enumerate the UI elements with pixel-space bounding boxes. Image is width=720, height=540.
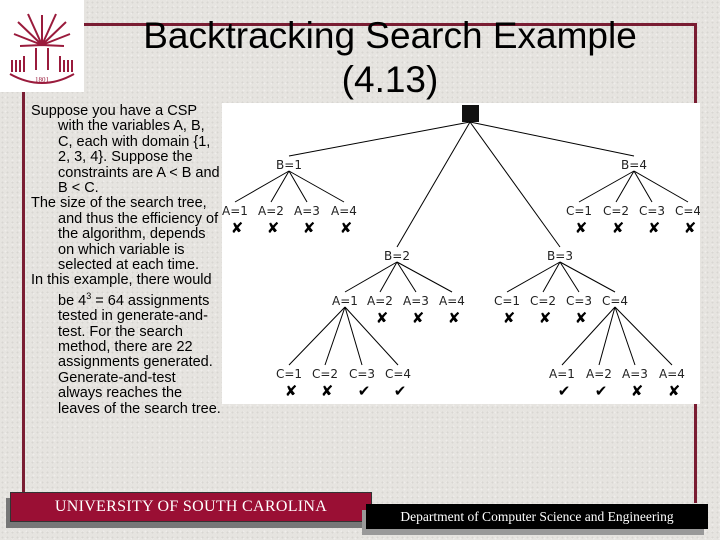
cross-icon: ✘ <box>648 219 661 237</box>
tree-node-label: A=1 <box>332 294 358 308</box>
tree-edge <box>270 170 290 203</box>
palmetto-logo-icon: 1801 <box>9 13 75 84</box>
tree-edge <box>288 170 308 203</box>
tree-node-label: A=4 <box>659 367 685 381</box>
tree-edge <box>324 306 346 366</box>
tree-edge <box>288 306 346 366</box>
tree-node-label: A=4 <box>439 294 465 308</box>
tree-edge <box>598 306 616 366</box>
exponent: 3 <box>86 290 92 301</box>
tree-node-label: A=1 <box>549 367 575 381</box>
svg-text:1801: 1801 <box>35 76 50 84</box>
tree-edge <box>614 306 673 366</box>
tree-node-label: C=1 <box>566 204 592 218</box>
tree-node-label: C=1 <box>494 294 520 308</box>
tree-edge <box>506 261 561 293</box>
tree-node-label: C=4 <box>385 367 411 381</box>
cross-icon: ✘ <box>340 219 353 237</box>
body-paragraph-1: Suppose you have a CSP with the variable… <box>31 104 220 197</box>
slide-title: Backtracking Search Example (4.13) <box>143 15 637 100</box>
check-icon: ✔ <box>394 382 407 400</box>
tree-node-label: A=3 <box>622 367 648 381</box>
tree-edge <box>561 306 616 366</box>
cross-icon: ✘ <box>575 309 588 327</box>
cross-icon: ✘ <box>668 382 681 400</box>
tree-node-label: A=1 <box>222 204 248 218</box>
cross-icon: ✘ <box>231 219 244 237</box>
tree-edge <box>614 306 636 366</box>
check-icon: ✔ <box>595 382 608 400</box>
tree-edge <box>379 261 398 293</box>
tree-node-label: B=1 <box>276 158 302 172</box>
tree-node-label: A=3 <box>403 294 429 308</box>
tree-edge <box>559 261 580 293</box>
tree-node-label: A=4 <box>331 204 357 218</box>
tree-edge <box>344 261 398 293</box>
frame-left-rule <box>22 92 25 492</box>
body-paragraph-2: The size of the search tree, and thus th… <box>31 195 219 274</box>
tree-node-label: C=4 <box>675 204 700 218</box>
tree-edge <box>633 170 689 203</box>
tree-edge <box>396 121 471 248</box>
department-banner: Department of Computer Science and Engin… <box>366 504 708 529</box>
tree-node-label: A=3 <box>294 204 320 218</box>
frame-top-rule <box>84 23 696 26</box>
tree-node-label: C=3 <box>639 204 665 218</box>
tree-node-label: B=3 <box>547 249 573 263</box>
check-icon: ✔ <box>558 382 571 400</box>
tree-node-label: B=2 <box>384 249 410 263</box>
cross-icon: ✘ <box>575 219 588 237</box>
cross-icon: ✘ <box>631 382 644 400</box>
tree-edge <box>615 170 635 203</box>
cross-icon: ✘ <box>503 309 516 327</box>
tree-edge <box>559 261 616 293</box>
tree-edge <box>578 170 635 203</box>
tree-node-label: C=2 <box>312 367 338 381</box>
tree-edge <box>542 261 561 293</box>
university-banner: UNIVERSITY OF SOUTH CAROLINA <box>10 492 372 522</box>
cross-icon: ✘ <box>285 382 298 400</box>
tree-edge <box>396 261 417 293</box>
tree-edge <box>288 121 471 157</box>
tree-node-label: A=2 <box>586 367 612 381</box>
tree-node-label: C=3 <box>349 367 375 381</box>
tree-edge <box>633 170 653 203</box>
slide-body: Suppose you have a CSP with the variable… <box>31 104 221 496</box>
tree-node-label: C=3 <box>566 294 592 308</box>
tree-edge <box>288 170 345 203</box>
cross-icon: ✘ <box>448 309 461 327</box>
body-paragraph-3: In this example, there would be 43 = 64 … <box>31 272 221 417</box>
tree-edge <box>469 121 561 248</box>
cross-icon: ✘ <box>412 309 425 327</box>
usc-logo: 1801 <box>0 0 84 92</box>
root-node <box>462 105 479 122</box>
tree-edge <box>469 121 635 157</box>
cross-icon: ✘ <box>303 219 316 237</box>
tree-node-label: C=2 <box>530 294 556 308</box>
p3-after: = 64 assignments tested in generate-and-… <box>58 292 221 417</box>
cross-icon: ✘ <box>267 219 280 237</box>
cross-icon: ✘ <box>684 219 697 237</box>
tree-edge <box>396 261 453 293</box>
tree-node-label: B=4 <box>621 158 647 172</box>
p3-before: In this example, there would be 4 <box>31 272 212 309</box>
tree-node-label: C=1 <box>276 367 302 381</box>
cross-icon: ✘ <box>539 309 552 327</box>
tree-node-label: C=2 <box>603 204 629 218</box>
cross-icon: ✘ <box>376 309 389 327</box>
tree-edge <box>344 306 363 366</box>
cross-icon: ✘ <box>612 219 625 237</box>
search-tree: B=1A=1✘A=2✘A=3✘A=4✘B=2A=1C=1✘C=2✘C=3✔C=4… <box>222 105 701 400</box>
check-icon: ✔ <box>358 382 371 400</box>
cross-icon: ✘ <box>321 382 334 400</box>
tree-edge <box>344 306 399 366</box>
tree-edge <box>234 170 290 203</box>
tree-node-label: C=4 <box>602 294 628 308</box>
tree-node-label: A=2 <box>367 294 393 308</box>
tree-node-label: A=2 <box>258 204 284 218</box>
